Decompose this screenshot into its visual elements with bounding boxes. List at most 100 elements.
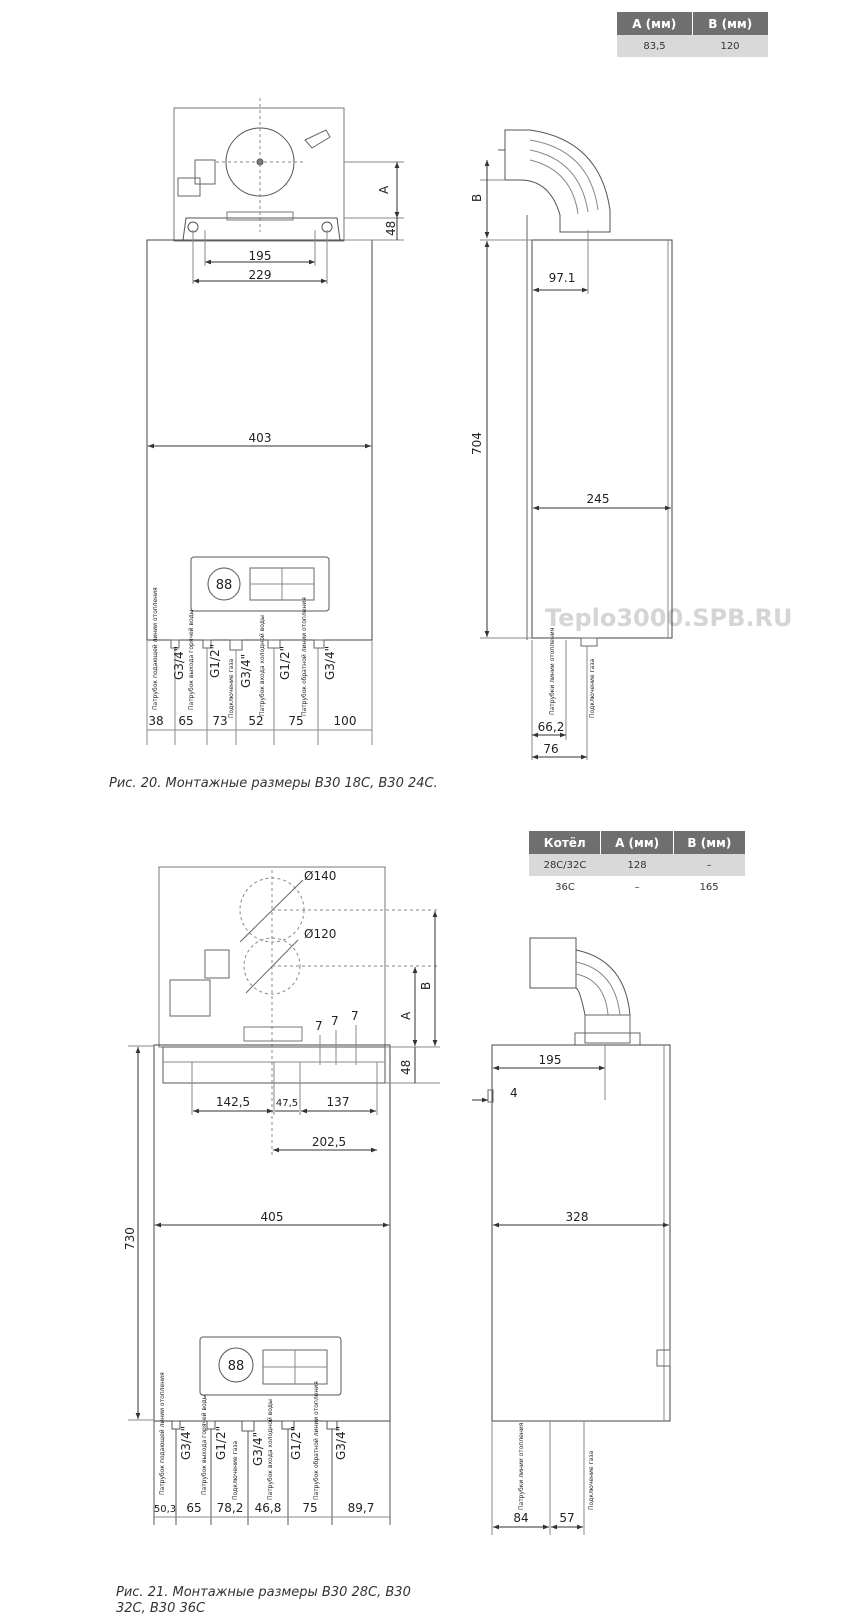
thread-label: G3/4" <box>179 1426 193 1460</box>
fig21-side-labels: 195 4 328 Патрубки линии отопления Подкл… <box>510 1053 595 1525</box>
side-pipe-label: Патрубки линии отопления <box>518 1422 525 1510</box>
table-cell: 128 <box>600 854 674 876</box>
table-cell: 36C <box>555 881 575 893</box>
fig20-side-view <box>480 129 673 760</box>
dim-7: 7 <box>315 1019 323 1033</box>
thread-label: G3/4" <box>323 646 337 680</box>
mounting-template <box>173 107 345 242</box>
dim-7: 7 <box>331 1014 339 1028</box>
table-cell: – <box>634 881 640 893</box>
pipe-label: Патрубок обратной линии отопления <box>301 597 308 716</box>
bottom-dim: 75 <box>288 714 303 728</box>
dim-704: 704 <box>470 432 484 455</box>
dim-328: 328 <box>566 1210 589 1224</box>
bottom-dim: 52 <box>248 714 263 728</box>
table-dims-fig20: A (мм) B (мм) 83,5 120 <box>617 12 768 57</box>
thread-label: G3/4" <box>239 654 253 688</box>
dim-A: A <box>377 185 391 194</box>
display-digits: 88 <box>228 1359 245 1374</box>
table-cell: – <box>673 854 745 876</box>
dim-97-1: 97.1 <box>549 271 576 285</box>
table-header: B (мм) <box>673 831 745 854</box>
thread-label: G1/2" <box>214 1426 228 1460</box>
dim-4: 4 <box>510 1086 518 1100</box>
dim-195: 195 <box>539 1053 562 1067</box>
dim-B: B <box>470 194 484 202</box>
watermark: Teplo3000.SPB.RU <box>545 604 793 632</box>
pipe-label: Патрубок выхода горячей воды <box>201 1394 208 1495</box>
pipe-label: Патрубок обратной линии отопления <box>313 1381 320 1500</box>
table-cell: 83,5 <box>617 35 692 57</box>
dim-76: 76 <box>543 742 558 756</box>
dim-d140: Ø140 <box>304 869 336 883</box>
dim-202-5: 202,5 <box>312 1135 346 1149</box>
pipe-label: Патрубок входа холодной воды <box>267 1399 274 1500</box>
dim-245: 245 <box>587 492 610 506</box>
table-header: A (мм) <box>600 831 674 854</box>
dim-B: B <box>419 982 433 990</box>
table-cell: 28C/32C <box>529 854 601 876</box>
dim-A: A <box>399 1011 413 1020</box>
bottom-dim: 38 <box>148 714 163 728</box>
dim-7: 7 <box>351 1009 359 1023</box>
side-body <box>531 239 673 639</box>
table-header: B (мм) <box>692 12 768 35</box>
pipe-label: Патрубок подающей линии отопления <box>159 1372 166 1495</box>
dim-142-5: 142,5 <box>216 1095 250 1109</box>
control-panel <box>190 556 330 612</box>
bottom-dim: 100 <box>334 714 357 728</box>
dim-403: 403 <box>249 431 272 445</box>
table-cell: 165 <box>699 881 719 893</box>
side-gas-label: Подключение газа <box>588 1450 595 1510</box>
bottom-dim: 75 <box>302 1501 317 1515</box>
bottom-dim: 78,2 <box>217 1501 244 1515</box>
dim-405: 405 <box>261 1210 284 1224</box>
flue-elbow <box>575 949 631 1016</box>
side-gas-label: Подключение газа <box>589 658 596 718</box>
dim-730: 730 <box>123 1227 137 1250</box>
fig20-front-labels: A 48 195 229 403 88 G3/4" G1/2" G3/4" G1… <box>148 185 398 728</box>
fig21-side-view <box>472 937 671 1535</box>
thread-label: G1/2" <box>278 646 292 680</box>
boiler-body <box>153 1044 391 1422</box>
display-digits: 88 <box>216 578 233 593</box>
bottom-dim: 46,8 <box>255 1501 282 1515</box>
dim-229: 229 <box>249 268 272 282</box>
dim-84: 84 <box>513 1511 528 1525</box>
dim-48: 48 <box>384 221 398 236</box>
flue-elbow <box>504 129 611 233</box>
fig20-side-labels: B 97.1 704 245 Патрубки линии отопления … <box>470 194 609 756</box>
dim-47-5: 47,5 <box>276 1098 298 1109</box>
pipe-label: Подключение газа <box>232 1440 239 1500</box>
dim-195: 195 <box>249 249 272 263</box>
boiler-body <box>146 239 373 641</box>
side-pipe-label: Патрубки линии отопления <box>549 627 556 715</box>
pipe-label: Патрубок входа холодной воды <box>259 615 266 716</box>
side-body <box>491 1044 671 1422</box>
fig20-front-view <box>146 98 404 745</box>
bottom-dim: 65 <box>178 714 193 728</box>
bottom-dim: 50,3 <box>154 1504 176 1515</box>
fig21-front-labels: Ø140 Ø120 A B 48 7 7 7 142,5 47,5 137 20… <box>123 869 433 1515</box>
fig21-front-view <box>128 866 440 1525</box>
dim-57: 57 <box>559 1511 574 1525</box>
bottom-dim: 73 <box>212 714 227 728</box>
thread-label: G1/2" <box>208 644 222 678</box>
table-cell: 120 <box>692 35 768 57</box>
dim-d120: Ø120 <box>304 927 336 941</box>
pipe-label: Подключение газа <box>228 658 235 718</box>
pipe-label: Патрубок выхода горячей воды <box>188 609 195 710</box>
table-dims-fig21: Котёл A (мм) B (мм) 28C/32C 128 – 36C – … <box>529 831 745 898</box>
bottom-dim: 89,7 <box>348 1501 375 1515</box>
thread-label: G3/4" <box>334 1426 348 1460</box>
dim-66-2: 66,2 <box>538 720 565 734</box>
control-panel <box>199 1336 342 1396</box>
table-header: A (мм) <box>617 12 693 35</box>
table-header: Котёл <box>529 831 602 854</box>
bottom-dim: 65 <box>186 1501 201 1515</box>
dim-137: 137 <box>327 1095 350 1109</box>
dim-48: 48 <box>399 1060 413 1075</box>
thread-label: G3/4" <box>251 1432 265 1466</box>
